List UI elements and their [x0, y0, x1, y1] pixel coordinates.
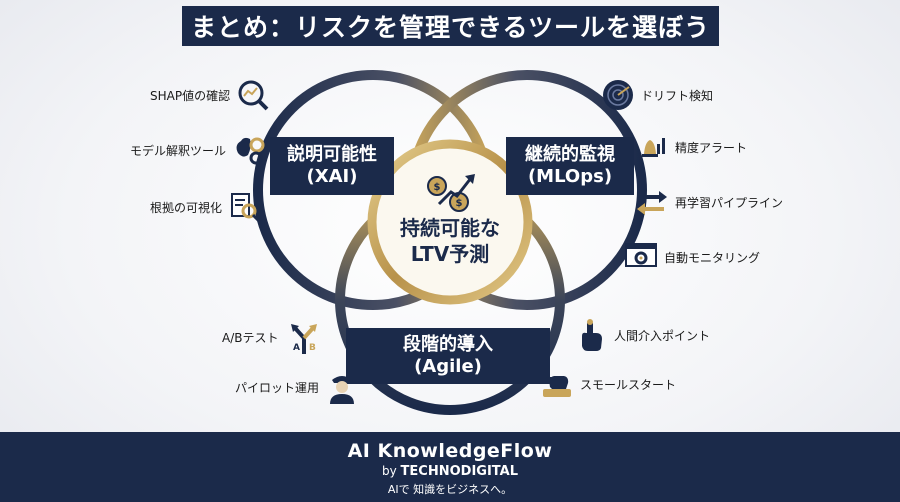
xai-sublabel: (XAI)	[306, 166, 358, 187]
footer-tagline: AIで 知識をビジネスへ。	[387, 483, 513, 496]
hand-pointer-icon	[574, 318, 608, 352]
brain-gears-icon	[232, 133, 266, 167]
right-item-small-start: スモールスタート	[540, 367, 676, 401]
radar-icon	[601, 78, 635, 112]
left-item-label: パイロット運用	[235, 380, 320, 395]
center-ring	[367, 139, 533, 305]
xai-label: 説明可能性	[287, 143, 377, 165]
right-item-label: スモールスタート	[580, 377, 677, 392]
magnifier-chart-icon	[236, 78, 270, 112]
left-item-label: モデル解釈ツール	[130, 143, 227, 158]
xai-badge: 説明可能性 (XAI)	[270, 137, 394, 195]
svg-text:$: $	[434, 182, 441, 193]
document-magnifier-icon	[228, 190, 262, 224]
monitor-gear-icon	[624, 240, 658, 274]
page-title: まとめ：リスクを管理できるツールを選ぼう	[182, 6, 719, 46]
svg-text:$: $	[456, 198, 463, 209]
hand-press-icon	[540, 367, 574, 401]
right-item-alert: 精度アラート	[635, 130, 747, 164]
cycle-arrows-icon	[635, 185, 669, 219]
left-item-model-tool: モデル解釈ツール	[130, 133, 266, 167]
growth-coins-icon: $ $	[427, 174, 475, 212]
svg-text:A: A	[293, 343, 300, 353]
left-item-pilot: パイロット運用	[235, 370, 359, 404]
mlops-badge: 継続的監視 (MLOps)	[506, 137, 634, 195]
pilot-icon	[325, 370, 359, 404]
center-label: 持続可能な LTV予測	[385, 215, 515, 267]
right-item-retrain: 再学習パイプライン	[635, 185, 783, 219]
mlops-sublabel: (MLOps)	[527, 166, 613, 187]
left-item-label: 根拠の可視化	[150, 200, 223, 215]
footer-brand: AI KnowledgeFlow	[347, 440, 553, 462]
right-item-label: 精度アラート	[675, 140, 748, 155]
right-item-human: 人間介入ポイント	[574, 318, 710, 352]
right-item-monitoring: 自動モニタリング	[624, 240, 760, 274]
left-item-label: A/Bテスト	[222, 330, 279, 345]
right-item-drift: ドリフト検知	[601, 78, 713, 112]
left-item-shap: SHAP値の確認	[150, 78, 270, 112]
footer-by: by TECHNODIGITAL	[0, 464, 900, 479]
footer-by-prefix: by	[382, 464, 401, 478]
right-item-label: 人間介入ポイント	[614, 328, 711, 343]
left-item-visualize: 根拠の可視化	[150, 190, 262, 224]
agile-sublabel: (Agile)	[414, 356, 482, 377]
venn-diagram: $ $	[253, 70, 647, 415]
center-line1: 持続可能な	[400, 216, 500, 240]
left-item-label: SHAP値の確認	[150, 88, 231, 103]
footer: AI KnowledgeFlow by TECHNODIGITAL AIで 知識…	[0, 432, 900, 502]
center-line2: LTV予測	[410, 242, 490, 266]
bell-chart-icon	[635, 130, 669, 164]
svg-text:B: B	[309, 343, 316, 353]
right-item-label: ドリフト検知	[641, 88, 714, 103]
agile-badge: 段階的導入 (Agile)	[346, 328, 550, 384]
right-item-label: 再学習パイプライン	[675, 195, 784, 210]
mlops-label: 継続的監視	[525, 143, 615, 165]
right-item-label: 自動モニタリング	[664, 250, 761, 265]
agile-label: 段階的導入	[403, 333, 493, 355]
footer-company: TECHNODIGITAL	[400, 464, 518, 479]
